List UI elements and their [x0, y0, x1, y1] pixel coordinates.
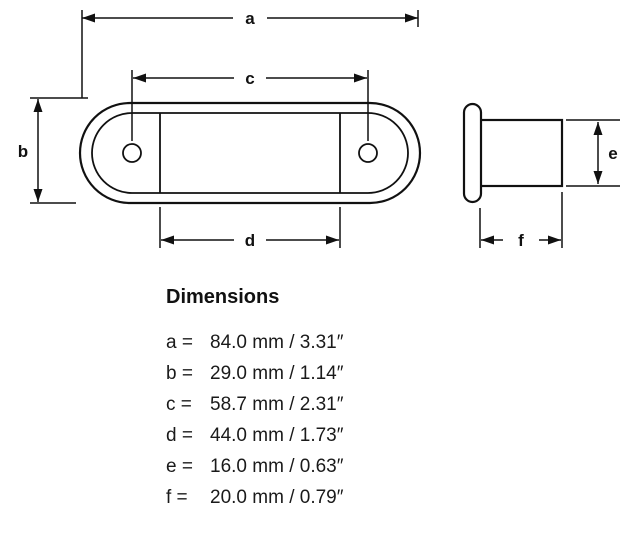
dimension-value: 16.0 mm / 0.63″ — [210, 456, 344, 477]
dimension-key: e = — [166, 456, 193, 477]
dim-a-arrow-right — [405, 13, 418, 23]
dimension-key: f = — [166, 487, 188, 508]
dimension-value: 58.7 mm / 2.31″ — [210, 394, 344, 415]
side-flange-outline — [462, 102, 483, 204]
dimension-d — [159, 207, 341, 248]
dim-c-arrow-left — [133, 73, 146, 83]
dimension-row-a: a = 84.0 mm / 3.31″ — [166, 327, 343, 358]
dim-d-arrow-right — [326, 235, 339, 245]
dim-d-label: d — [245, 231, 255, 250]
dim-e-label: e — [608, 144, 617, 163]
front-view — [78, 101, 422, 205]
dim-a-arrow-left — [82, 13, 95, 23]
dimension-value: 29.0 mm / 1.14″ — [210, 363, 344, 384]
dim-f-label: f — [518, 231, 524, 250]
dimension-row-e: e = 16.0 mm / 0.63″ — [166, 451, 343, 482]
dimension-row-c: c = 58.7 mm / 2.31″ — [166, 389, 343, 420]
dimensions-section: Dimensions a = 84.0 mm / 3.31″ b = 29.0 … — [166, 286, 343, 513]
dimension-value: 44.0 mm / 1.73″ — [210, 425, 344, 446]
right-mounting-hole — [358, 143, 378, 163]
dim-b-label: b — [18, 142, 28, 161]
dimension-key: b = — [166, 363, 193, 384]
dimension-key: a = — [166, 332, 193, 353]
dimension-value: 84.0 mm / 3.31″ — [210, 332, 344, 353]
dim-e-arrow-bottom — [593, 171, 603, 184]
dimension-a — [81, 10, 419, 98]
dimension-row-f: f = 20.0 mm / 0.79″ — [166, 482, 343, 513]
dimension-f — [479, 192, 563, 248]
dim-f-arrow-right — [548, 235, 561, 245]
dim-b-arrow-bottom — [33, 189, 43, 202]
dim-c-arrow-right — [354, 73, 367, 83]
dimension-key: d = — [166, 425, 193, 446]
technical-drawing: a b c d e f — [18, 9, 620, 250]
dim-e-arrow-top — [593, 122, 603, 135]
dimension-b — [30, 97, 88, 204]
dimension-e — [566, 119, 620, 187]
side-body-outline — [478, 118, 564, 188]
inner-capsule-outline — [91, 112, 409, 194]
dimension-row-d: d = 44.0 mm / 1.73″ — [166, 420, 343, 451]
outer-capsule-outline — [78, 101, 422, 205]
dimension-c — [131, 70, 369, 141]
dimensions-title: Dimensions — [166, 286, 280, 308]
dim-b-arrow-top — [33, 99, 43, 112]
dim-c-label: c — [245, 69, 254, 88]
dimension-row-b: b = 29.0 mm / 1.14″ — [166, 358, 343, 389]
dim-a-label: a — [245, 9, 255, 28]
dimension-value: 20.0 mm / 0.79″ — [210, 487, 344, 508]
side-view — [462, 102, 564, 204]
left-mounting-hole — [122, 143, 142, 163]
dim-d-arrow-left — [161, 235, 174, 245]
dimension-key: c = — [166, 394, 192, 415]
dim-f-arrow-left — [481, 235, 494, 245]
